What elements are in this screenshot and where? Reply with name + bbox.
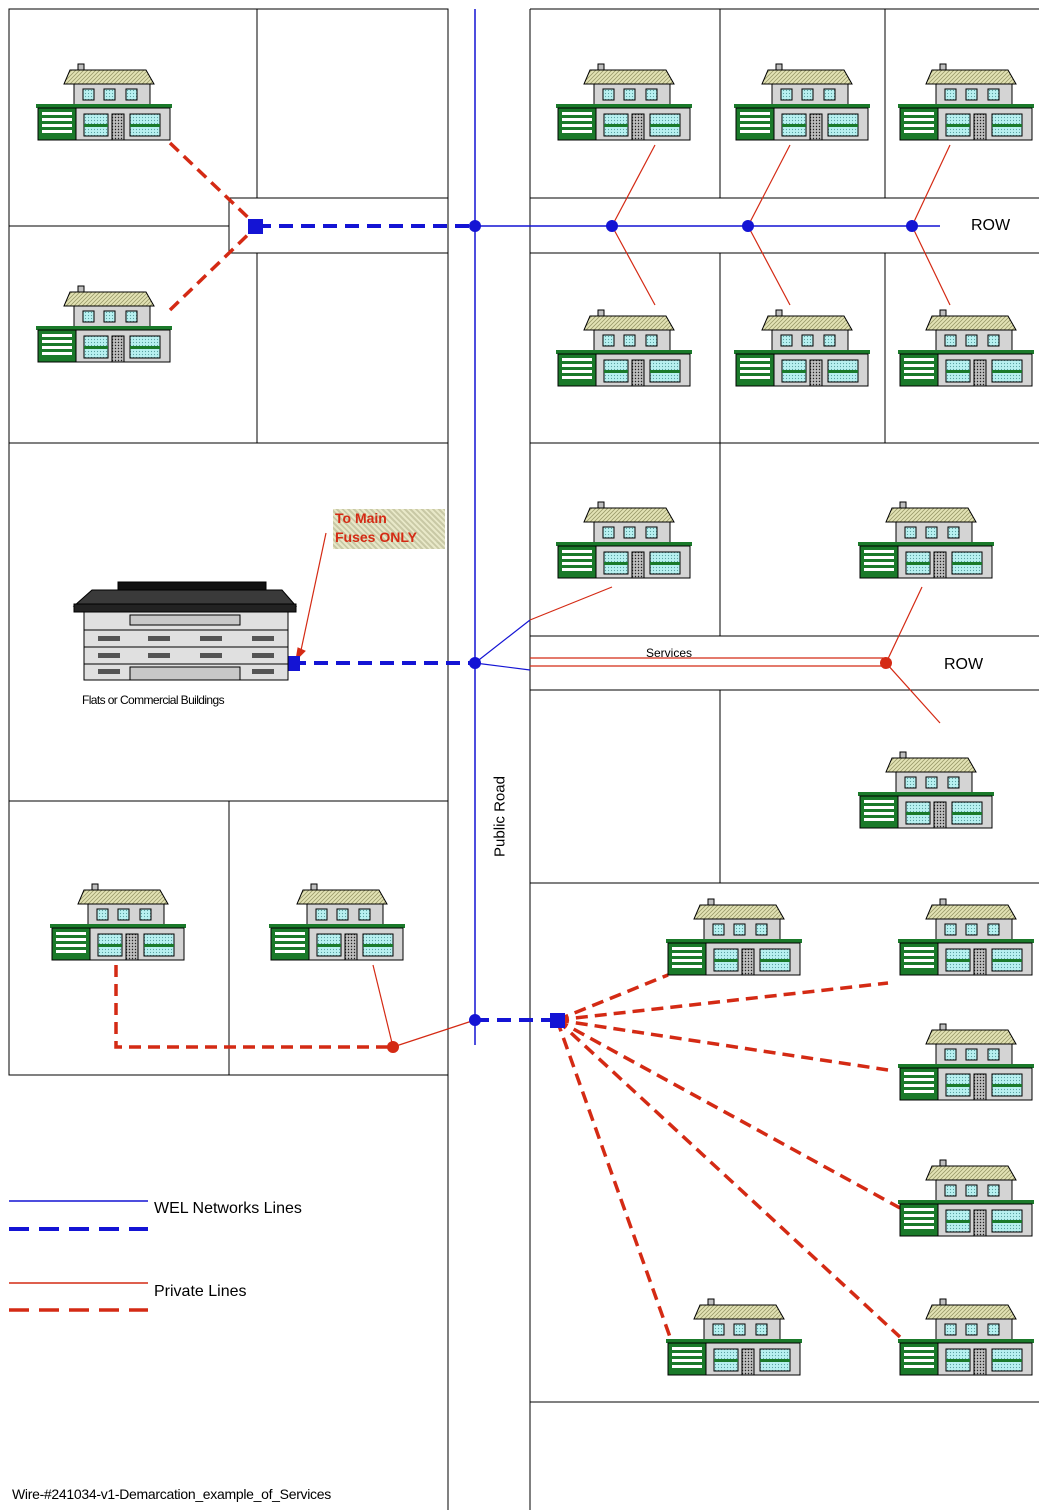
lot-outlines <box>8 8 1039 1510</box>
flats-label: Flats or Commercial Buildings <box>82 693 225 707</box>
connection-points <box>248 219 918 1053</box>
house-icon <box>733 309 871 387</box>
note-line-1: To Main <box>335 510 387 526</box>
house-icon <box>665 898 803 976</box>
house-icon <box>35 63 173 141</box>
connection-point-icon <box>248 219 263 234</box>
connection-point-icon <box>469 1014 481 1026</box>
houses <box>35 63 1035 1376</box>
row-label-top: ROW <box>971 217 1011 234</box>
document-caption: Wire-#241034-v1-Demarcation_example_of_S… <box>12 1486 331 1502</box>
house-icon <box>555 309 693 387</box>
private-lines <box>114 141 951 1339</box>
connection-point-icon <box>906 220 918 232</box>
house-icon <box>857 751 995 829</box>
legend <box>9 1200 148 1312</box>
house-icon <box>35 285 173 363</box>
house-icon <box>897 309 1035 387</box>
legend-wel-label: WEL Networks Lines <box>154 1200 302 1217</box>
house-icon <box>897 1298 1035 1376</box>
connection-point-icon <box>742 220 754 232</box>
house-icon <box>897 1159 1035 1237</box>
legend-private-label: Private Lines <box>154 1283 247 1300</box>
house-icon <box>555 501 693 579</box>
connection-point-icon <box>469 657 481 669</box>
house-icon <box>733 63 871 141</box>
house-icon <box>897 898 1035 976</box>
house-icon <box>857 501 995 579</box>
row-label-middle: ROW <box>944 656 984 673</box>
house-icon <box>897 63 1035 141</box>
connection-point-icon <box>387 1041 399 1053</box>
house-icon <box>268 883 406 961</box>
house-icon <box>897 1023 1035 1101</box>
main-fuses-note: To Main Fuses ONLY <box>333 509 445 549</box>
connection-point-icon <box>606 220 618 232</box>
connection-point-icon <box>550 1013 565 1028</box>
services-label: Services <box>646 646 692 660</box>
connection-point-icon <box>469 220 481 232</box>
house-icon <box>665 1298 803 1376</box>
house-icon <box>555 63 693 141</box>
note-line-2: Fuses ONLY <box>335 529 417 545</box>
commercial-building-icon <box>72 581 298 681</box>
house-icon <box>49 883 187 961</box>
connection-point-icon <box>285 656 300 671</box>
connection-point-icon <box>880 657 892 669</box>
wel-network-lines <box>257 9 940 1045</box>
public-road-label: Public Road <box>491 776 509 857</box>
